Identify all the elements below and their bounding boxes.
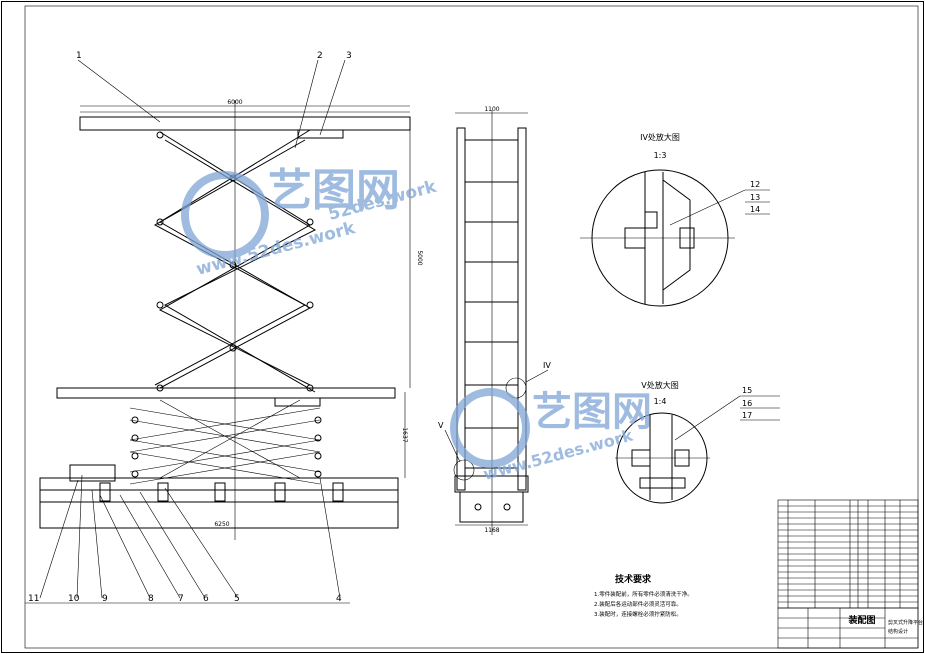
- lower-scissor-arms: [129, 399, 321, 485]
- tech-req-1: 1.零件装配前，所有零件必须清洗干净。: [594, 590, 693, 598]
- marker-iv: IV: [543, 361, 551, 370]
- dim-base-height: 1637: [401, 427, 408, 442]
- dim-lift-height: 5000: [416, 250, 423, 265]
- label-1: 1: [76, 51, 82, 61]
- label-7: 7: [178, 594, 184, 604]
- side-view: [444, 110, 549, 535]
- title-subtitle: 结构设计: [888, 628, 908, 635]
- tech-req-2: 2.装配后各运动部件必须灵活可靠。: [594, 600, 682, 608]
- label-13: 13: [750, 193, 760, 202]
- top-platform: [79, 116, 411, 131]
- label-6: 6: [203, 594, 209, 604]
- watermark-brand: 艺图网: [268, 165, 400, 216]
- tech-req-3: 3.装配时，连接螺栓必须拧紧防松。: [594, 610, 682, 618]
- detail-iv-scale: 1:3: [654, 151, 667, 160]
- label-9: 9: [102, 594, 108, 604]
- label-14: 14: [750, 205, 760, 214]
- leaders: [25, 59, 350, 604]
- detail-v-title: V处放大图: [641, 380, 678, 390]
- label-10: 10: [68, 594, 80, 604]
- middle-platform: [56, 387, 396, 399]
- label-11: 11: [28, 594, 39, 604]
- bom-table: [777, 499, 919, 609]
- label-3: 3: [346, 51, 352, 61]
- label-17: 17: [742, 411, 752, 420]
- dim-side-bottom: 1168: [484, 527, 499, 534]
- label-2: 2: [317, 51, 323, 61]
- watermark-brand-2: 艺图网: [532, 389, 652, 435]
- dim-platform-length: 6000: [227, 99, 242, 106]
- label-15: 15: [742, 386, 752, 395]
- watermark-2: 艺图网 www.52des.work: [450, 388, 652, 484]
- watermark-url: www.52des.work: [194, 218, 358, 280]
- detail-v: [615, 395, 780, 504]
- watermark-globe-icon: [181, 171, 269, 259]
- title-drawing-name: 装配图: [847, 614, 875, 626]
- label-16: 16: [742, 399, 752, 408]
- inner-frame: [24, 5, 919, 649]
- label-4: 4: [336, 594, 342, 604]
- label-8: 8: [148, 594, 154, 604]
- label-5: 5: [234, 594, 240, 604]
- label-12: 12: [750, 180, 760, 189]
- title-project-name: 剪叉式升降平台: [888, 619, 923, 626]
- dim-side-top: 1100: [484, 106, 499, 113]
- title-block: [777, 607, 919, 649]
- detail-iv-title: IV处放大图: [640, 132, 680, 142]
- detail-iv: [580, 169, 770, 307]
- marker-v: V: [438, 421, 444, 430]
- watermark-1: 艺图网 52des.work www.52des.work: [181, 165, 439, 280]
- dim-base-length: 6250: [214, 521, 229, 528]
- detail-v-scale: 1:4: [654, 397, 667, 406]
- watermark-globe-icon-2: [450, 388, 530, 468]
- tech-req-heading: 技术要求: [615, 573, 652, 585]
